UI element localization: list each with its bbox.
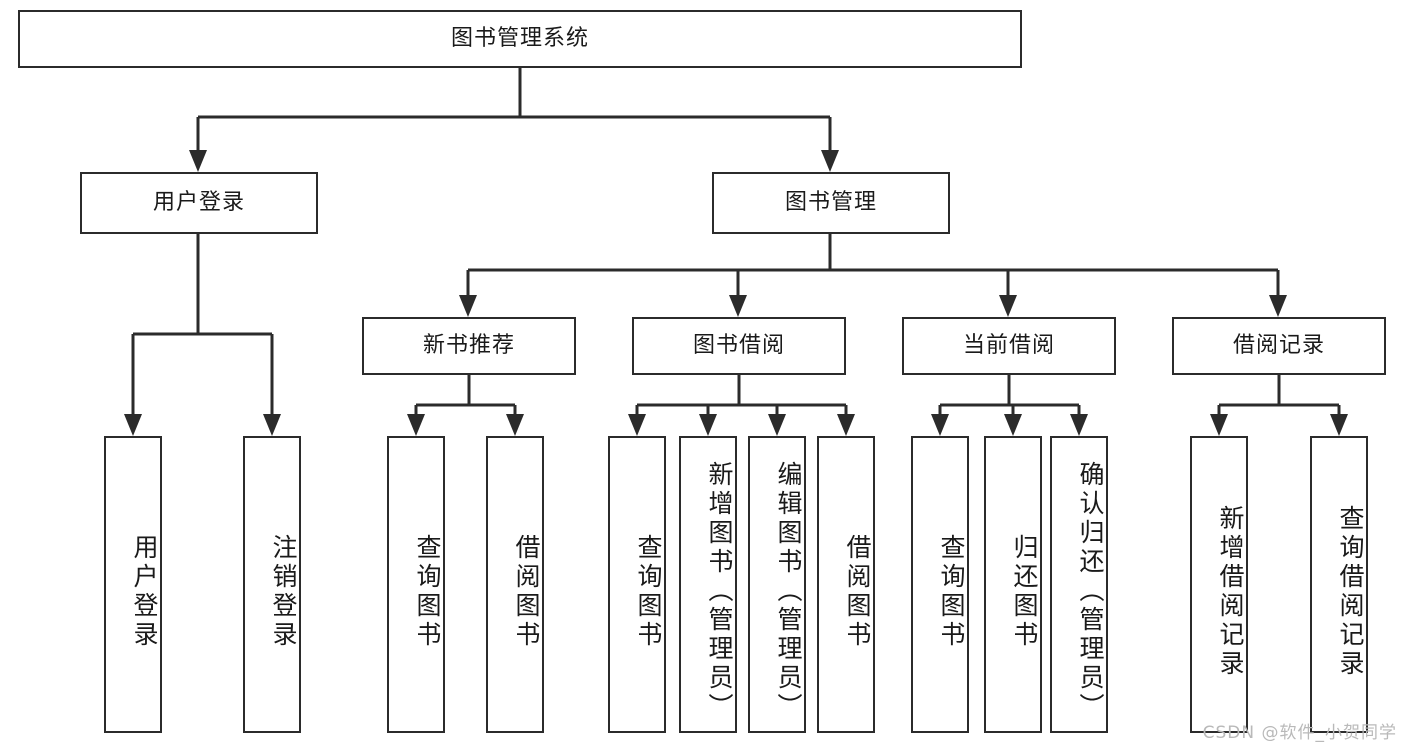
node-leaf-query-book-2-label: 查询图书 bbox=[634, 533, 663, 650]
node-leaf-user-login-label: 用户登录 bbox=[130, 533, 159, 650]
node-current-borrow-label: 当前借阅 bbox=[962, 332, 1055, 358]
node-root-图书管理系统-label: 图书管理系统 bbox=[450, 25, 589, 51]
node-leaf-edit-book[interactable]: 编辑图书（管理员） bbox=[748, 436, 806, 733]
node-leaf-return-book[interactable]: 归还图书 bbox=[984, 436, 1042, 733]
node-leaf-query-book-2[interactable]: 查询图书 bbox=[608, 436, 666, 733]
connector-book-borrow-arrowhead-1 bbox=[699, 414, 717, 436]
connector-book-manage-arrowhead-0 bbox=[459, 295, 477, 317]
node-new-book-rec-label: 新书推荐 bbox=[422, 332, 515, 358]
connector-user-login-arrowhead-0 bbox=[124, 414, 142, 436]
connector-current-borrow-arrowhead-0 bbox=[931, 414, 949, 436]
node-new-book-rec[interactable]: 新书推荐 bbox=[362, 317, 576, 375]
node-borrow-record[interactable]: 借阅记录 bbox=[1172, 317, 1386, 375]
node-leaf-logout-label: 注销登录 bbox=[269, 533, 298, 650]
node-leaf-borrow-book-2-label: 借阅图书 bbox=[843, 533, 872, 650]
connector-user-login-arrowhead-1 bbox=[263, 414, 281, 436]
connector-borrow-record-arrowhead-1 bbox=[1330, 414, 1348, 436]
connector-book-borrow-arrowhead-3 bbox=[837, 414, 855, 436]
node-root-图书管理系统[interactable]: 图书管理系统 bbox=[18, 10, 1022, 68]
node-leaf-query-book-3[interactable]: 查询图书 bbox=[911, 436, 969, 733]
node-leaf-return-book-label: 归还图书 bbox=[1010, 533, 1039, 650]
connector-new-book-rec-arrowhead-1 bbox=[506, 414, 524, 436]
node-leaf-user-login[interactable]: 用户登录 bbox=[104, 436, 162, 733]
node-leaf-add-record-label: 新增借阅记录 bbox=[1216, 504, 1245, 679]
node-borrow-record-label: 借阅记录 bbox=[1232, 332, 1325, 358]
node-leaf-borrow-book-2[interactable]: 借阅图书 bbox=[817, 436, 875, 733]
connector-book-manage-arrowhead-1 bbox=[729, 295, 747, 317]
node-leaf-logout[interactable]: 注销登录 bbox=[243, 436, 301, 733]
node-book-manage-label: 图书管理 bbox=[784, 189, 877, 215]
connector-book-borrow-arrowhead-2 bbox=[768, 414, 786, 436]
node-leaf-query-book-3-label: 查询图书 bbox=[937, 533, 966, 650]
node-leaf-confirm-return[interactable]: 确认归还（管理员） bbox=[1050, 436, 1108, 733]
node-user-login-label: 用户登录 bbox=[152, 189, 245, 215]
node-book-borrow[interactable]: 图书借阅 bbox=[632, 317, 846, 375]
connector-root-arrowhead-1 bbox=[821, 150, 839, 172]
node-book-borrow-label: 图书借阅 bbox=[692, 332, 785, 358]
node-leaf-query-book-1[interactable]: 查询图书 bbox=[387, 436, 445, 733]
watermark-label: CSDN @软件_小贺同学 bbox=[1202, 723, 1397, 743]
connector-root-arrowhead-0 bbox=[189, 150, 207, 172]
connector-book-borrow-arrowhead-0 bbox=[628, 414, 646, 436]
connector-current-borrow-arrowhead-1 bbox=[1004, 414, 1022, 436]
node-book-manage[interactable]: 图书管理 bbox=[712, 172, 950, 234]
node-leaf-confirm-return-label: 确认归还（管理员） bbox=[1076, 461, 1105, 722]
connector-borrow-record-arrowhead-0 bbox=[1210, 414, 1228, 436]
node-leaf-query-book-1-label: 查询图书 bbox=[413, 533, 442, 650]
node-leaf-add-book[interactable]: 新增图书（管理员） bbox=[679, 436, 737, 733]
connector-new-book-rec-arrowhead-0 bbox=[407, 414, 425, 436]
node-leaf-query-record-label: 查询借阅记录 bbox=[1336, 504, 1365, 679]
connector-book-manage-arrowhead-3 bbox=[1269, 295, 1287, 317]
node-user-login[interactable]: 用户登录 bbox=[80, 172, 318, 234]
node-leaf-edit-book-label: 编辑图书（管理员） bbox=[774, 461, 803, 722]
node-leaf-add-record[interactable]: 新增借阅记录 bbox=[1190, 436, 1248, 733]
node-leaf-borrow-book-1[interactable]: 借阅图书 bbox=[486, 436, 544, 733]
connector-book-manage-arrowhead-2 bbox=[999, 295, 1017, 317]
connector-current-borrow-arrowhead-2 bbox=[1070, 414, 1088, 436]
node-current-borrow[interactable]: 当前借阅 bbox=[902, 317, 1116, 375]
node-leaf-borrow-book-1-label: 借阅图书 bbox=[512, 533, 541, 650]
node-leaf-query-record[interactable]: 查询借阅记录 bbox=[1310, 436, 1368, 733]
node-leaf-add-book-label: 新增图书（管理员） bbox=[705, 461, 734, 722]
